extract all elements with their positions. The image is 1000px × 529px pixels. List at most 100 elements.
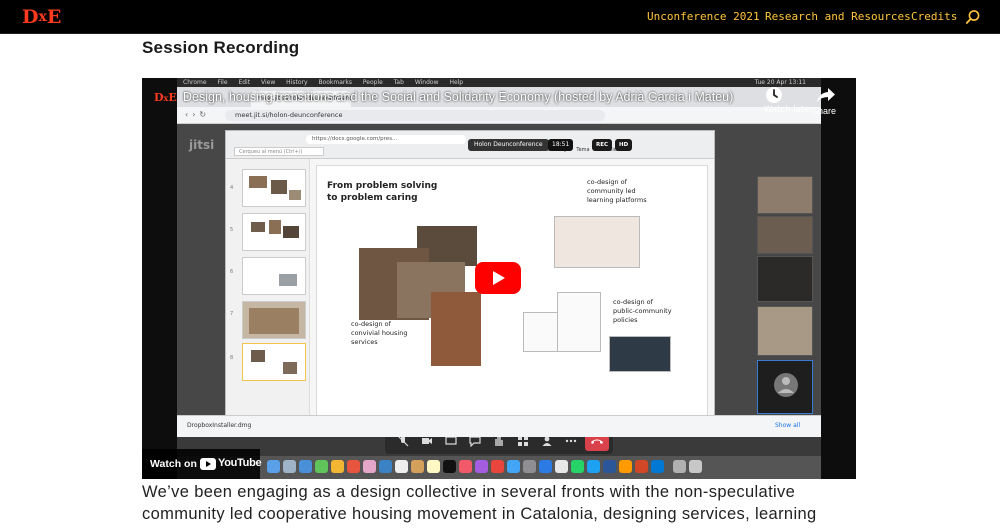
screen-share-icon [445,436,457,445]
search-icon[interactable] [965,9,981,25]
trash-icon [689,460,702,473]
slide-thumbnail [242,301,306,339]
hd-badge: HD [615,139,633,151]
clock-icon[interactable] [764,85,784,105]
browser-download-bar: DropboxInstaller.dmg Show all [177,415,821,437]
thumb-number: 4 [230,185,234,191]
word-icon [603,460,616,473]
raise-hand-icon [495,437,503,446]
tv-icon [443,460,456,473]
calendar-icon [395,460,408,473]
rec-badge: REC [592,139,613,151]
download-show-all: Show all [775,422,801,429]
messages-icon [315,460,328,473]
nav-link-research-and-resources[interactable]: Research and Resources [765,10,911,23]
slide-title: From problem solving to problem caring [327,180,437,204]
phone-hangup-icon [591,439,603,444]
microphone-off-icon [397,435,409,447]
menubar-item: People [362,79,383,86]
maps-icon [347,460,360,473]
slides-menu-item: Tema [576,147,590,153]
shared-screen-window: https://docs.google.com/pres... Cerqueu … [225,130,715,430]
slides-toolbar: https://docs.google.com/pres... Cerqueu … [226,131,714,159]
menubar-item: Window [414,79,439,86]
logo-letter-x: x [38,9,47,25]
menubar-item: Chrome [183,79,207,86]
channel-logo[interactable]: DxE [154,91,177,104]
share-label[interactable]: Share [812,106,837,116]
menubar-item: Tab [393,79,404,86]
nav-link-unconference-2021[interactable]: Unconference 2021 [647,10,760,23]
slide-thumbnail [242,213,306,251]
watch-on-youtube-button[interactable]: Watch on YouTube [142,449,262,479]
participant-video [757,306,813,356]
slide-screenshot [554,216,640,268]
slide-screenshot [557,292,601,352]
caption-line: co-design of [613,298,653,306]
slide-thumbnail-selected [242,343,306,381]
play-button[interactable] [475,262,521,294]
tile-view-icon [518,436,528,446]
thumb-number: 6 [230,269,234,275]
caption-line: services [351,338,378,346]
youtube-embed[interactable]: Chrome File Edit View History Bookmarks … [142,78,856,479]
site-logo[interactable]: DxE [22,5,61,29]
participant-video [757,216,813,254]
avatar-icon [774,373,798,397]
safari-icon [299,460,312,473]
paragraph-line: We’ve been engaging as a design collecti… [142,483,796,501]
page-title: Session Recording [142,38,300,57]
notes-icon [427,460,440,473]
whatsapp-icon [571,460,584,473]
mac-dock [177,456,821,479]
menubar-item: File [217,79,228,86]
participant-self-view [757,360,813,414]
outlook-icon [651,460,664,473]
slides-url: https://docs.google.com/pres... [306,135,466,144]
browser-url: meet.jit.si/holon-deunconference [225,110,605,121]
caption-line: community led [587,187,636,195]
nav-link-credits[interactable]: Credits [911,10,958,23]
launchpad-icon [283,460,296,473]
watch-later-label[interactable]: Watch later [764,105,813,115]
youtube-wordmark: YouTube [218,457,262,469]
menubar-item: Help [449,79,464,86]
chat-icon [469,436,481,447]
photos-icon [363,460,376,473]
thumb-number: 7 [230,311,234,317]
video-title[interactable]: Design, housing transitions and the Soci… [183,90,734,104]
share-icon[interactable] [816,85,836,105]
caption-learning-platforms: co-design of community led learning plat… [587,178,647,205]
intro-paragraph: We’ve been engaging as a design collecti… [142,481,856,525]
slide-thumbnails: 4 5 6 7 [226,159,310,429]
podcasts-icon [475,460,488,473]
more-icon [565,439,577,443]
powerpoint-icon [635,460,648,473]
app-store-icon [507,460,520,473]
jitsi-logo: jitsi [189,138,215,152]
thumb-number: 8 [230,355,234,361]
slide-thumbnail [242,257,306,295]
caption-line: learning platforms [587,196,647,204]
twitter-icon [587,460,600,473]
browser-tab: meet.jit.si/holon-deunconference [251,91,351,107]
youtube-icon [200,458,216,470]
caption-line: policies [613,316,638,324]
browser-tab-strip: meet.jit.si/holon-deunconference [177,87,821,107]
zoom-icon [539,460,552,473]
caption-policies: co-design of public-community policies [613,298,672,325]
meeting-name-pill: Holon Deunconference [468,139,549,151]
menubar-item: History [286,79,308,86]
menubar-item: Edit [238,79,251,86]
mac-menubar: Chrome File Edit View History Bookmarks … [177,78,821,87]
caption-housing-services: co-design of convivial housing services [351,320,408,347]
caption-line: co-design of [351,320,391,328]
illustrator-icon [619,460,632,473]
logo-letter-e: E [46,6,62,28]
site-header: DxE Unconference 2021 Research and Resou… [0,0,1000,34]
system-preferences-icon [523,460,536,473]
participant-filmstrip [757,176,813,416]
collage-photo [431,292,481,366]
camera-icon [422,438,432,444]
slide-screenshot [609,336,671,372]
